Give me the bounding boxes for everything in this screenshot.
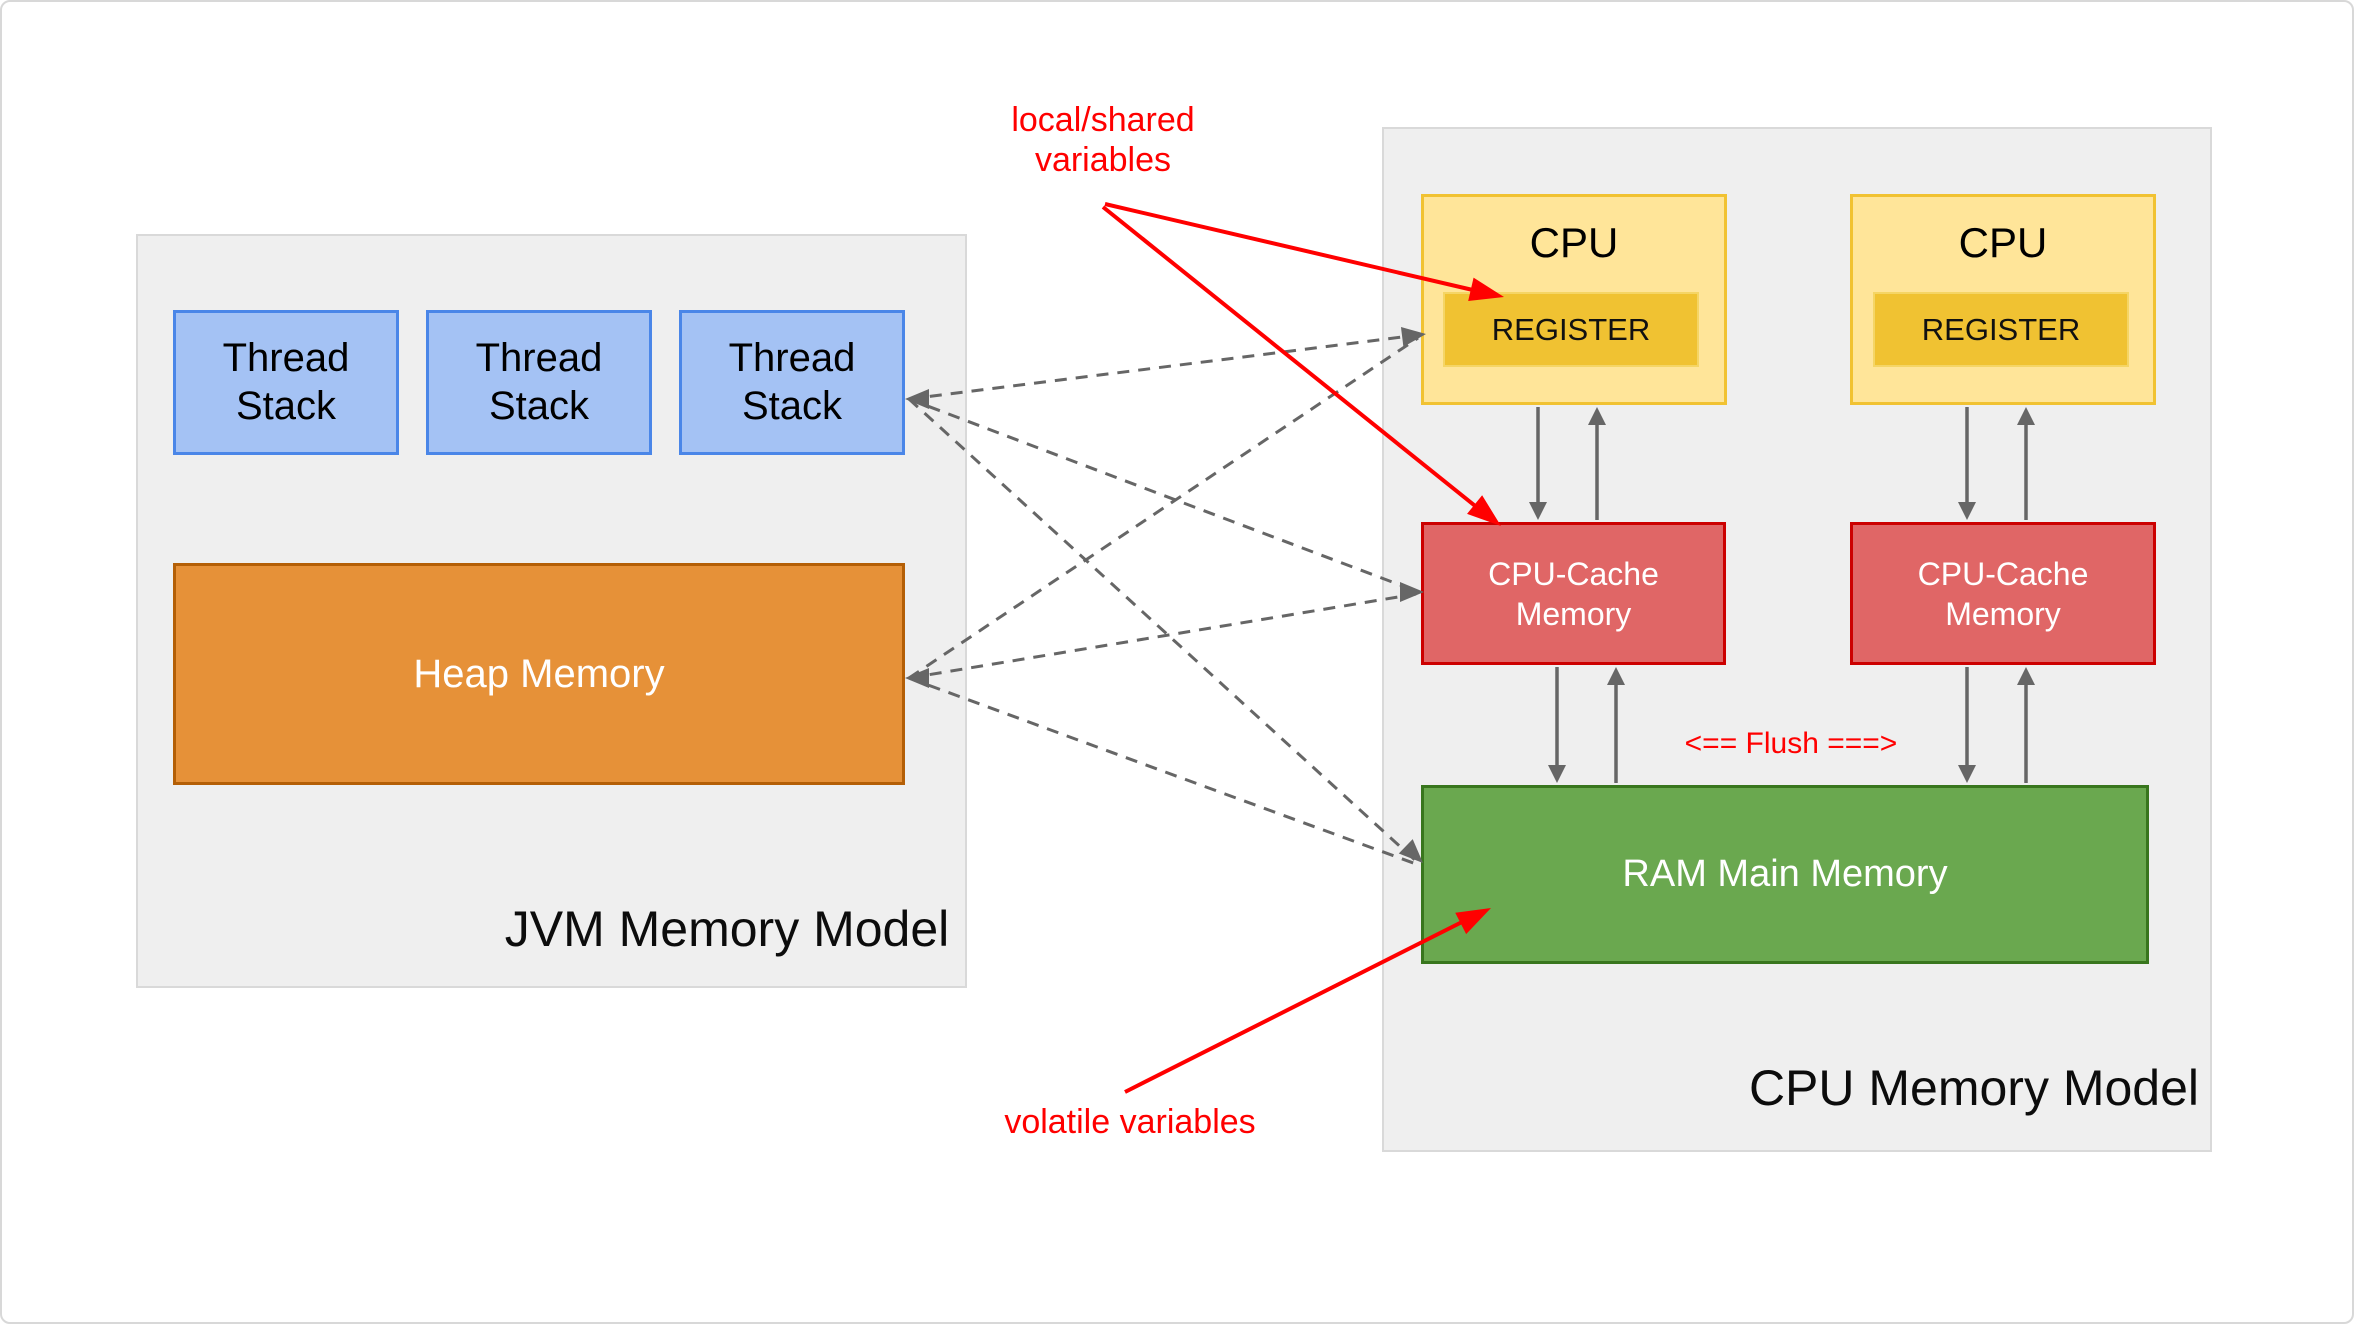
ram-main-memory-box: RAM Main Memory [1421,785,2149,964]
dashed-link-arrowheads [905,326,1426,863]
jvm-panel-title: JVM Memory Model [504,901,950,957]
link-threadstack-cache [908,397,1417,593]
link-heap-cache [908,592,1417,680]
cpu-cache-box-1: CPU-Cache Memory [1421,522,1726,665]
thread-stack-box-2: Thread Stack [426,310,652,455]
thread-stack-box-1: Thread Stack [173,310,399,455]
cpu-panel-title: CPU Memory Model [1748,1060,2200,1116]
link-threadstack-ram [907,397,1418,863]
cpu-label-2: CPU [1958,219,2048,266]
cpu-cache-box-2: CPU-Cache Memory [1850,522,2156,665]
register-box-1: REGISTER [1443,292,1699,367]
link-threadstack-register [908,333,1419,401]
volatile-variables-label: volatile variables [1004,1103,1256,1141]
register-box-2: REGISTER [1873,292,2129,367]
link-heap-register [908,336,1419,680]
cpu-label-1: CPU [1529,219,1619,266]
heap-memory-box: Heap Memory [173,563,905,785]
flush-label: <== Flush ===> [1684,727,1898,760]
thread-stack-box-3: Thread Stack [679,310,905,455]
dashed-links [907,333,1419,866]
local-shared-variables-label: local/shared variables [1011,101,1195,180]
link-heap-ram [908,676,1417,866]
